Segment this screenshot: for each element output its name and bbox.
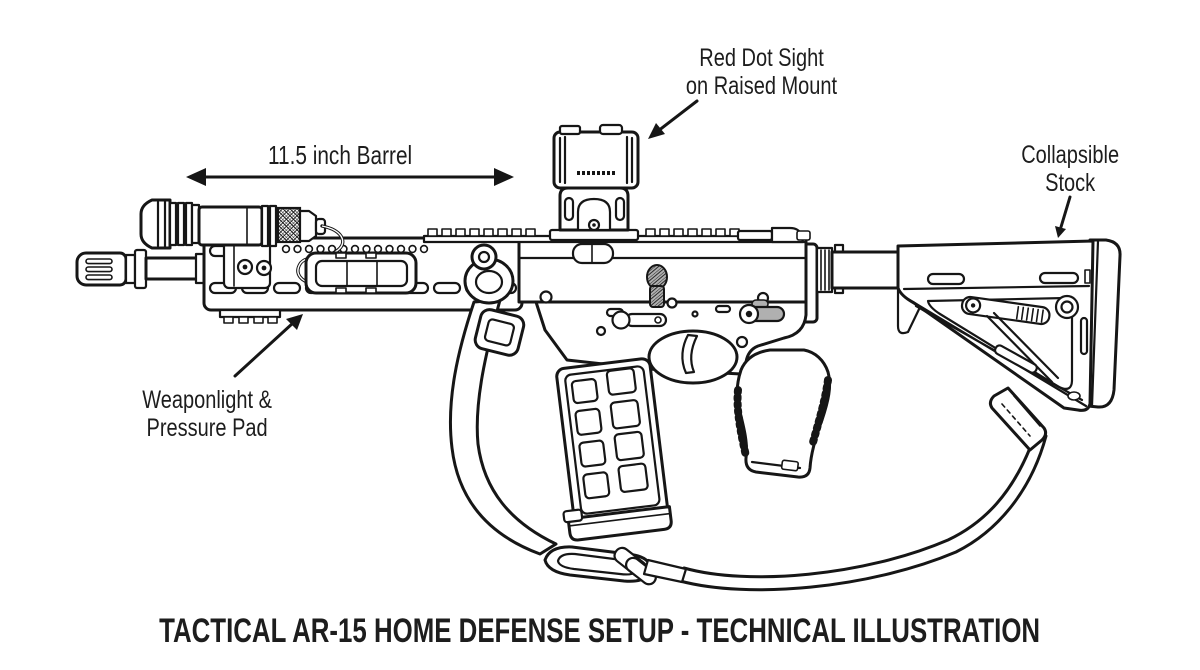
label-red-dot-line2: on Raised Mount: [686, 72, 838, 100]
optic-body: [552, 130, 640, 190]
label-weaponlight-line2: Pressure Pad: [146, 414, 268, 442]
label-barrel-length: 11.5 inch Barrel: [267, 140, 413, 170]
label-stock-line1: Collapsible: [1021, 141, 1119, 169]
red-dot-sight: [548, 123, 640, 242]
magazine-baseplate: [566, 505, 673, 542]
trigger: [681, 333, 699, 375]
mag-release: [611, 310, 668, 330]
label-red-dot-sight: Red Dot Sight on Raised Mount: [652, 44, 872, 100]
qd-socket: [1054, 294, 1080, 320]
label-collapsible-stock: Collapsible Stock: [970, 141, 1170, 197]
muzzle-device: [75, 248, 148, 290]
label-red-dot-line1: Red Dot Sight: [699, 44, 825, 72]
optic-markings: [577, 171, 615, 175]
weaponlight: [139, 198, 345, 290]
label-weaponlight: Weaponlight & Pressure Pad: [87, 386, 327, 442]
trigger-guard: [647, 329, 739, 385]
safety-selector: [738, 299, 786, 325]
sling: [448, 243, 1048, 592]
red-dot-arrow: [648, 99, 699, 139]
magazine: [555, 357, 673, 542]
lower-receiver: [534, 264, 808, 385]
collapsible-stock: [896, 238, 1122, 412]
barrel-dimension-arrow: [186, 168, 514, 186]
stock-latch-lever: [960, 295, 1051, 326]
qd-swivel: [470, 243, 498, 271]
charging-handle: [736, 226, 811, 244]
buffer-tube: [800, 242, 902, 324]
annotation-arrows: [186, 99, 1072, 378]
stock-arrow: [1055, 195, 1072, 238]
illustration-title: TACTICAL AR-15 HOME DEFENSE SETUP - TECH…: [159, 612, 1041, 650]
sling-stock-wrap: [988, 386, 1048, 452]
bolt-catch: [646, 264, 668, 308]
barrel: [144, 252, 208, 285]
pistol-grip: [733, 348, 832, 479]
label-stock-line2: Stock: [1044, 169, 1095, 197]
weaponlight-arrow: [233, 314, 303, 378]
sling-buckle: [473, 308, 526, 357]
label-weaponlight-line1: Weaponlight &: [142, 386, 272, 414]
pressure-pad: [304, 251, 418, 295]
